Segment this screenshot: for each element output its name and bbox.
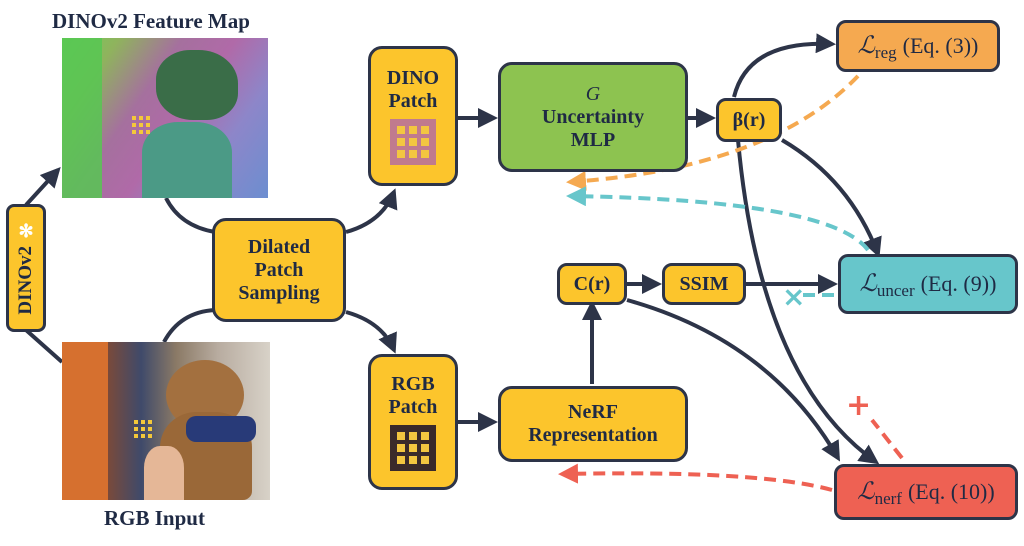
curve-rgb-input-to-sampling	[162, 308, 216, 343]
ssim-node: SSIM	[662, 263, 746, 305]
rgb-patch-label-2: Patch	[388, 396, 438, 418]
rgb-input-image	[62, 342, 270, 500]
uncertainty-label: Uncertainty	[541, 105, 645, 128]
loss-reg-equation: (Eq. (3))	[902, 33, 979, 59]
snowflake-icon: ✻	[18, 221, 34, 242]
grad-loss-nerf-to-nerf	[558, 463, 833, 492]
arrow-beta-to-loss-reg	[732, 33, 836, 98]
rgb-patch-label-1: RGB	[391, 373, 435, 395]
feature-map-title: DINOv2 Feature Map	[52, 9, 250, 33]
loss-uncer-node: ℒ uncer (Eq. (9))	[838, 254, 1018, 314]
arrow-beta-to-loss-nerf	[736, 139, 880, 465]
loss-nerf-node: ℒ nerf (Eq. (10))	[834, 464, 1018, 520]
loss-uncer-subscript: uncer	[876, 281, 915, 301]
plus-mark: +	[846, 388, 872, 423]
arrow-beta-to-loss-uncer	[780, 138, 882, 258]
color-node: C(r)	[557, 263, 627, 305]
grad-loss-nerf-to-beta	[870, 418, 904, 460]
mlp-label: MLP	[570, 128, 616, 151]
representation-label: Representation	[528, 424, 658, 446]
feature-map-image	[62, 38, 268, 198]
patch-label: Patch	[254, 258, 304, 281]
dino-patch-node: DINO Patch	[368, 46, 458, 186]
grad-loss-reg-to-mlp	[566, 74, 860, 191]
loss-nerf-symbol: ℒ	[857, 477, 875, 506]
dilated-label: Dilated	[247, 235, 311, 258]
g-symbol: G	[585, 82, 601, 105]
arrow-dinov2-to-feature-map	[24, 167, 61, 207]
loss-reg-symbol: ℒ	[857, 31, 875, 60]
arrow-sampling-to-rgb-patch	[345, 310, 397, 354]
stop-gradient-cross-mark: ×	[782, 280, 806, 313]
loss-reg-subscript: reg	[874, 43, 897, 63]
dino-patch-label-2: Patch	[388, 90, 438, 112]
uncertainty-mlp-node: G Uncertainty MLP	[498, 62, 688, 172]
loss-nerf-subscript: nerf	[874, 489, 902, 509]
dino-patch-thumbnail	[390, 119, 436, 165]
feature-patch-markers	[132, 116, 150, 134]
beta-node: β(r)	[716, 98, 782, 142]
grad-loss-uncer-to-mlp	[566, 186, 870, 252]
color-label: C(r)	[573, 272, 611, 295]
rgb-input-title: RGB Input	[104, 506, 205, 530]
nerf-label: NeRF	[568, 401, 618, 423]
rgb-patch-thumbnail	[390, 425, 436, 471]
line-dinov2-to-rgb-input	[24, 328, 64, 364]
loss-reg-node: ℒ reg (Eq. (3))	[836, 20, 1000, 72]
arrow-sampling-to-dino-patch	[345, 188, 398, 234]
rgb-patch-markers	[134, 420, 152, 438]
nerf-representation-node: NeRF Representation	[498, 386, 688, 462]
ssim-label: SSIM	[679, 272, 729, 295]
dilated-patch-sampling-node: Dilated Patch Sampling	[212, 218, 346, 322]
loss-uncer-equation: (Eq. (9))	[920, 271, 997, 297]
loss-uncer-symbol: ℒ	[859, 269, 877, 298]
curve-feature-map-to-sampling	[164, 197, 216, 234]
rgb-patch-node: RGB Patch	[368, 354, 458, 490]
sampling-label: Sampling	[238, 281, 320, 304]
beta-label: β(r)	[732, 108, 766, 131]
dino-patch-label-1: DINO	[386, 67, 440, 89]
arrow-color-to-loss-nerf	[626, 298, 840, 462]
loss-nerf-equation: (Eq. (10))	[907, 479, 995, 505]
dinov2-node: ✻ DINOv2	[6, 204, 46, 332]
dinov2-label: DINOv2	[15, 246, 37, 315]
